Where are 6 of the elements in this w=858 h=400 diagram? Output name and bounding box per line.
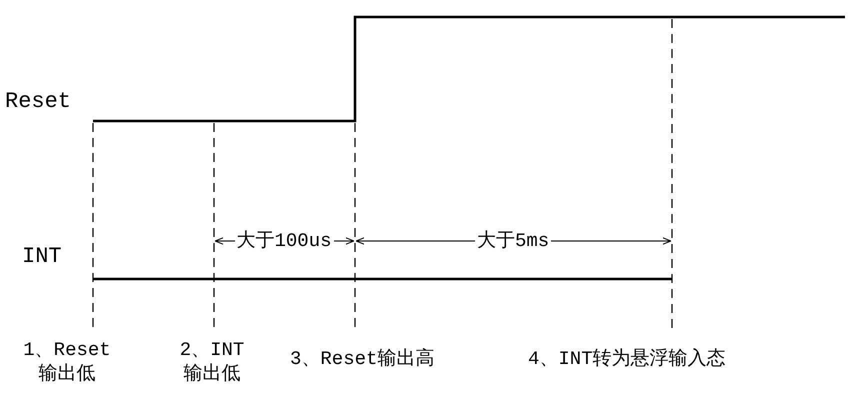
step-note: 4、INT转为悬浮输入态 [528, 347, 726, 371]
step-note: 1、Reset 输出低 [22, 338, 112, 386]
step-note: 2、INT 输出低 [178, 338, 246, 386]
signal-label: Reset [5, 90, 72, 114]
step-note: 3、Reset输出高 [290, 347, 434, 371]
signal-label: INT [22, 245, 62, 269]
